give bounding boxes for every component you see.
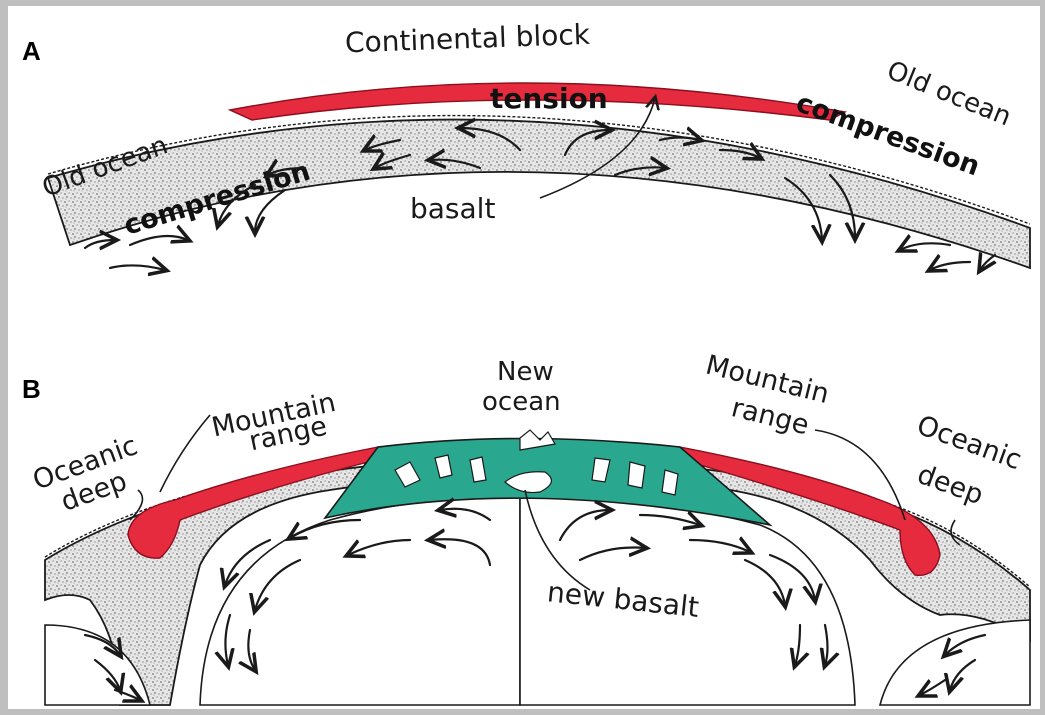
new-ocean-line2: ocean xyxy=(482,387,561,417)
tension-label: tension xyxy=(490,82,608,115)
new-ocean-line1: New xyxy=(497,357,554,387)
fissure-6 xyxy=(662,470,678,495)
panel-b-letter: B xyxy=(22,374,41,404)
fissure-5 xyxy=(628,462,645,488)
panel-a-letter: A xyxy=(22,36,41,66)
basalt-label: basalt xyxy=(410,192,495,225)
